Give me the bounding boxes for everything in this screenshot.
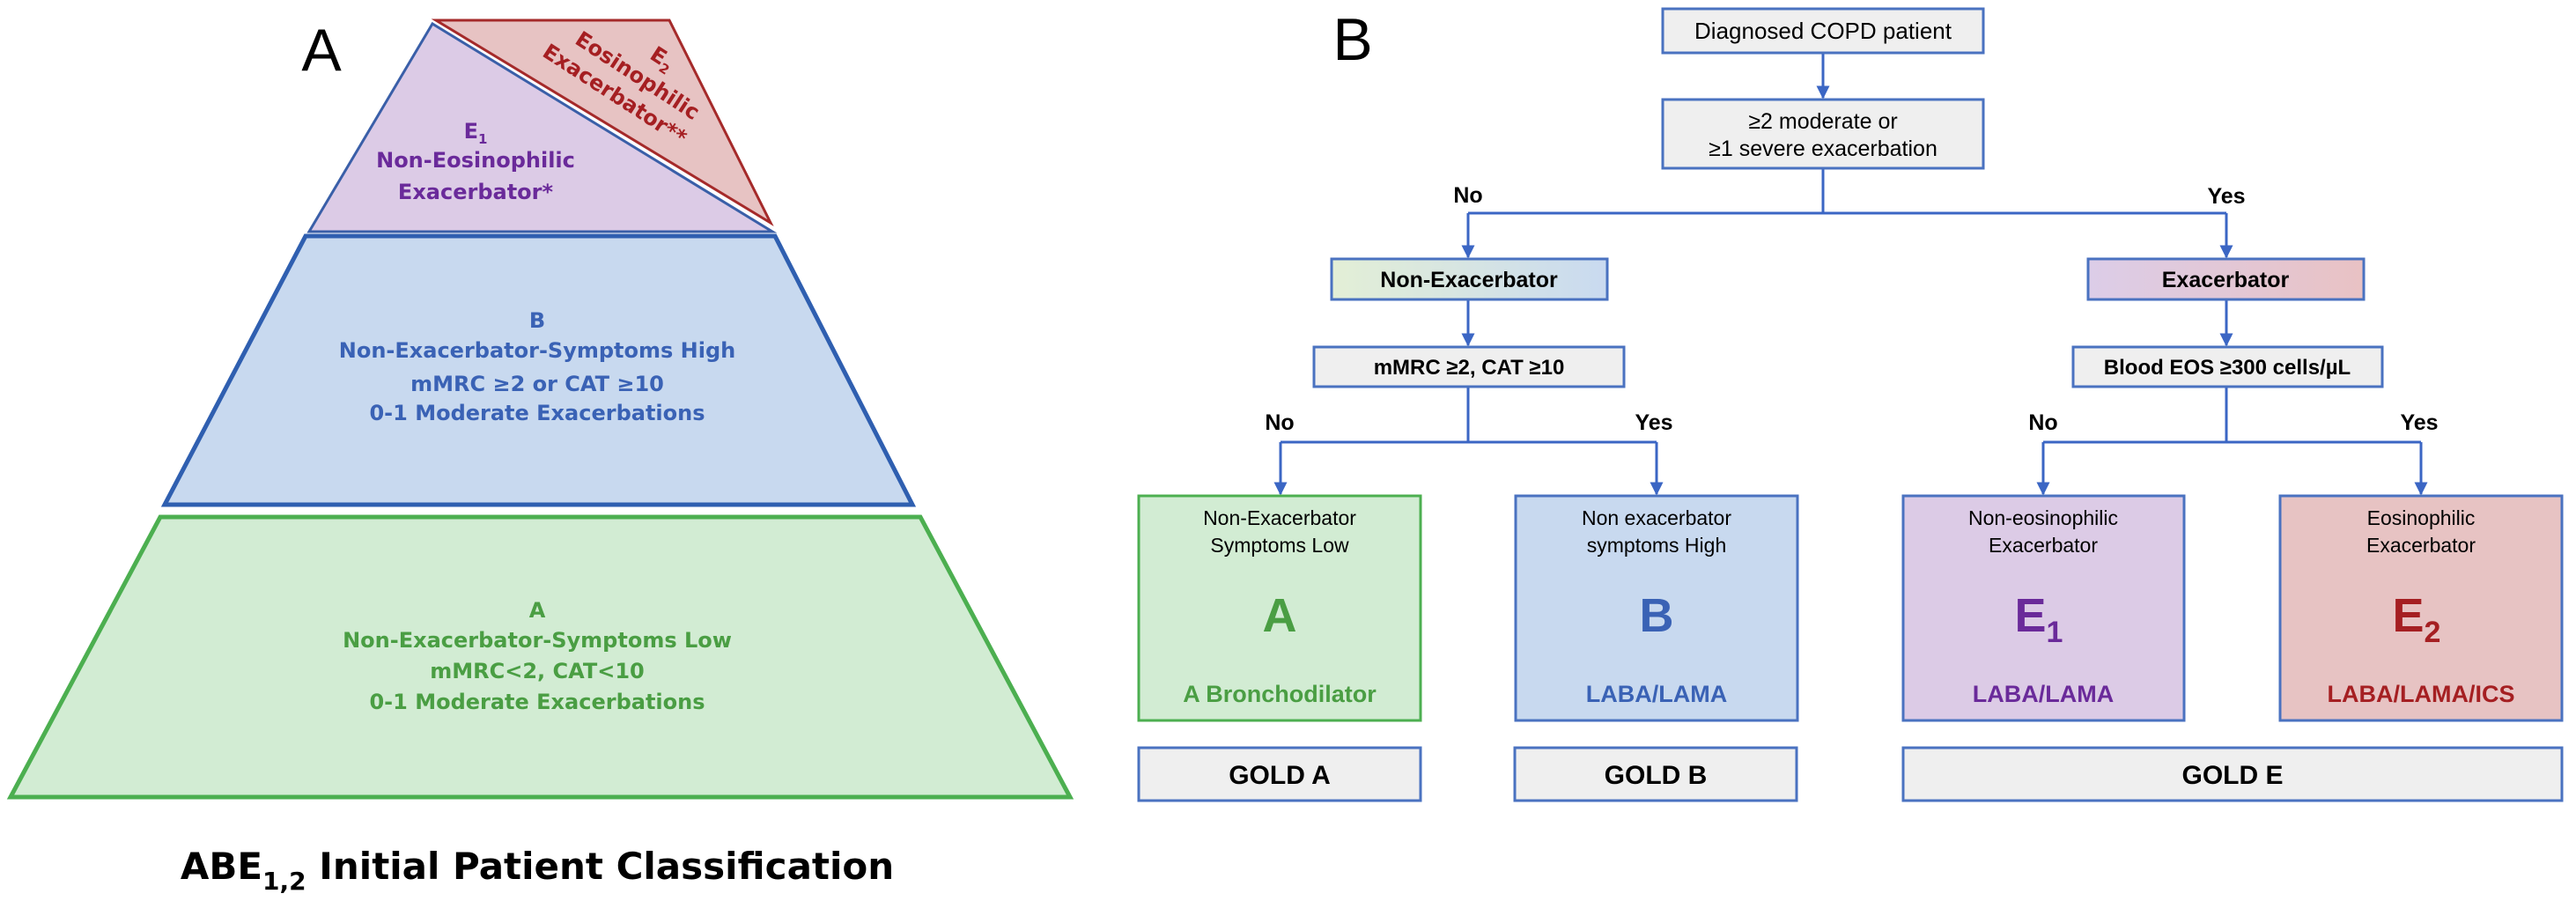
branch-yes-label: Yes [2207, 184, 2245, 209]
svg-text:E2: E2 [2393, 589, 2441, 649]
svg-text:Non-eosinophilic: Non-eosinophilic [1968, 506, 2118, 529]
svg-text:LABA/LAMA: LABA/LAMA [1586, 681, 1727, 707]
svg-text:symptoms High: symptoms High [1587, 534, 1726, 557]
eosinophil-question-box: Blood EOS ≥300 cells/µL [2071, 345, 2384, 388]
svg-text:≥2 moderate or: ≥2 moderate or [1748, 109, 1897, 134]
panel-a-title: ABE1,2 Initial Patient Classification [181, 845, 894, 896]
branch-yes-label: Yes [1635, 410, 1672, 435]
svg-text:Non-Eosinophilic: Non-Eosinophilic [376, 148, 575, 173]
svg-text:Non-Exacerbator-Symptoms Low: Non-Exacerbator-Symptoms Low [343, 628, 732, 653]
connectors [1273, 53, 2428, 496]
pyramid-b-segment [160, 233, 917, 507]
svg-text:A Bronchodilator: A Bronchodilator [1183, 681, 1377, 707]
svg-text:Exacerbator: Exacerbator [1989, 534, 2098, 557]
pyramid-e1-segment [306, 21, 778, 233]
svg-text:Exacerbator*: Exacerbator* [398, 180, 554, 204]
svg-text:mMRC ≥2, CAT ≥10: mMRC ≥2, CAT ≥10 [1374, 356, 1565, 380]
svg-text:Exacerbator: Exacerbator [2366, 534, 2476, 557]
symptoms-question-box: mMRC ≥2, CAT ≥10 [1312, 345, 1626, 388]
svg-text:mMRC<2, CAT<10: mMRC<2, CAT<10 [430, 659, 644, 683]
exacerbator-box: Exacerbator [2086, 257, 2366, 301]
svg-text:GOLD B: GOLD B [1605, 761, 1708, 790]
branch-no-label: No [2028, 410, 2057, 435]
panel-b: B No Yes No Yes No Yes Diagnosed CO [1137, 6, 2564, 802]
svg-text:E1: E1 [2015, 589, 2063, 649]
e1-label: E1 Non-Eosinophilic Exacerbator* [376, 119, 575, 204]
group-box-a: Non-Exacerbator Symptoms Low A A Broncho… [1137, 494, 1422, 722]
svg-text:A: A [529, 598, 546, 623]
pyramid-a-segment [6, 514, 1074, 800]
svg-text:A: A [1263, 589, 1297, 642]
svg-text:Non-Exacerbator: Non-Exacerbator [1203, 506, 1356, 529]
svg-text:B: B [529, 308, 545, 333]
svg-text:Exacerbator: Exacerbator [2162, 268, 2290, 292]
branch-no-label: No [1265, 410, 1294, 435]
pyramid-e2-segment [431, 18, 774, 226]
b-label: B Non-Exacerbator-Symptoms High mMRC ≥2 … [339, 308, 735, 425]
svg-text:Non exacerbator: Non exacerbator [1582, 506, 1731, 529]
group-box-e1: Non-eosinophilic Exacerbator E1 LABA/LAM… [1901, 494, 2186, 722]
svg-text:Eosinophilic: Eosinophilic [2367, 506, 2476, 529]
svg-text:Diagnosed COPD patient: Diagnosed COPD patient [1694, 18, 1952, 44]
svg-text:Symptoms Low: Symptoms Low [1210, 534, 1349, 557]
svg-text:0-1 Moderate Exacerbations: 0-1 Moderate Exacerbations [369, 690, 705, 714]
svg-text:LABA/LAMA: LABA/LAMA [1973, 681, 2114, 707]
gold-b-box: GOLD B [1513, 746, 1798, 802]
svg-text:B: B [1640, 589, 1674, 642]
panel-b-label: B [1332, 6, 1372, 73]
panel-a: A E2 Eosinophilic Exacerbator** E1 Non-E… [6, 17, 1074, 896]
group-box-e2: Eosinophilic Exacerbator E2 LABA/LAMA/IC… [2278, 494, 2564, 722]
svg-text:mMRC ≥2 or CAT ≥10: mMRC ≥2 or CAT ≥10 [410, 372, 664, 396]
svg-text:LABA/LAMA/ICS: LABA/LAMA/ICS [2328, 681, 2515, 707]
svg-text:GOLD E: GOLD E [2181, 761, 2283, 790]
branch-yes-label: Yes [2400, 410, 2438, 435]
svg-text:≥1 severe exacerbation: ≥1 severe exacerbation [1709, 137, 1938, 161]
group-box-b: Non exacerbator symptoms High B LABA/LAM… [1514, 494, 1799, 722]
branch-no-label: No [1453, 183, 1482, 208]
svg-text:Non-Exacerbator: Non-Exacerbator [1380, 268, 1558, 292]
svg-text:Blood EOS ≥300 cells/µL: Blood EOS ≥300 cells/µL [2104, 356, 2351, 380]
panel-a-label: A [301, 17, 342, 84]
gold-a-box: GOLD A [1137, 746, 1422, 802]
svg-text:GOLD A: GOLD A [1229, 761, 1331, 790]
start-box: Diagnosed COPD patient [1661, 7, 1985, 55]
svg-text:0-1 Moderate Exacerbations: 0-1 Moderate Exacerbations [369, 401, 705, 425]
a-label: A Non-Exacerbator-Symptoms Low mMRC<2, C… [343, 598, 732, 714]
svg-text:E1: E1 [464, 119, 488, 147]
exacerbation-question-box: ≥2 moderate or ≥1 severe exacerbation [1661, 98, 1985, 170]
gold-e-box: GOLD E [1901, 746, 2564, 802]
non-exacerbator-box: Non-Exacerbator [1330, 257, 1609, 301]
svg-text:Non-Exacerbator-Symptoms High: Non-Exacerbator-Symptoms High [339, 338, 735, 363]
